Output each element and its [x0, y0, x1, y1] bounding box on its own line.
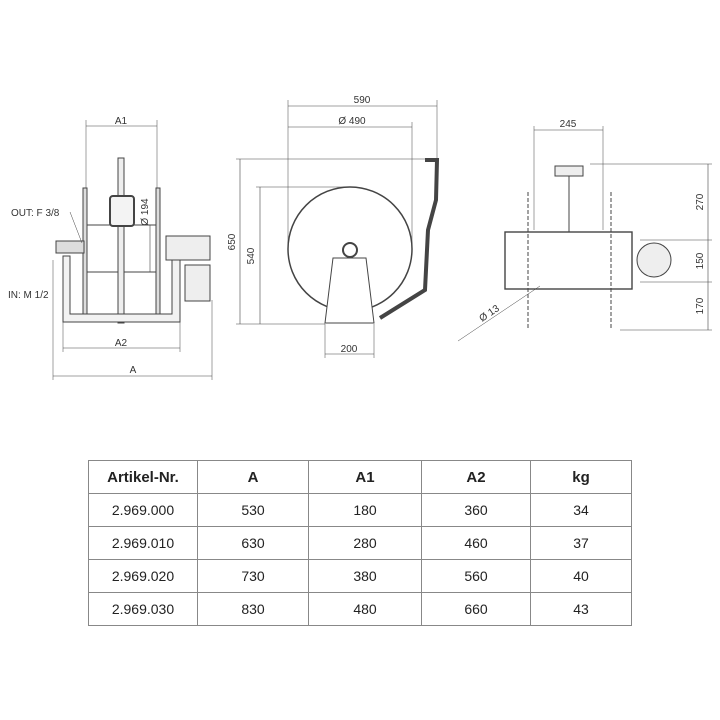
cell-artikel: 2.969.030 [88, 592, 198, 626]
col-header-kg: kg [530, 460, 632, 494]
cell-kg: 40 [530, 559, 632, 593]
col-header-artikel: Artikel-Nr. [88, 460, 198, 494]
dim-270: 270 [695, 193, 706, 210]
out-connection-label: OUT: F 3/8 [11, 208, 60, 219]
cell-a2: 460 [421, 526, 531, 560]
dim-590: 590 [354, 95, 371, 106]
dim-a: A [130, 365, 137, 376]
dim-200: 200 [341, 344, 358, 355]
dim-170: 170 [695, 297, 706, 314]
cell-a2: 560 [421, 559, 531, 593]
dim-245: 245 [560, 119, 577, 130]
dim-a2: A2 [115, 338, 128, 349]
dim-650: 650 [227, 233, 238, 250]
cell-artikel: 2.969.010 [88, 526, 198, 560]
cell-a: 630 [197, 526, 309, 560]
table-header-row: Artikel-Nr. A A1 A2 kg [88, 460, 632, 494]
col-header-a2: A2 [421, 460, 531, 494]
cell-a2: 360 [421, 493, 531, 527]
cell-a: 530 [197, 493, 309, 527]
in-connection-label: IN: M 1/2 [8, 290, 49, 301]
side-view: 590 Ø 490 650 540 200 [227, 95, 440, 358]
dim-150: 150 [695, 252, 706, 269]
front-view: A1 Ø 194 A2 A OUT: F 3/8 IN: M 1/2 [8, 116, 213, 380]
cell-kg: 34 [530, 493, 632, 527]
cell-a2: 660 [421, 592, 531, 626]
cell-a: 830 [197, 592, 309, 626]
dim-diam-194: Ø 194 [140, 198, 151, 226]
cell-a1: 180 [308, 493, 422, 527]
dim-diam-490: Ø 490 [338, 116, 366, 127]
cell-a: 730 [197, 559, 309, 593]
col-header-a1: A1 [308, 460, 422, 494]
cell-a1: 380 [308, 559, 422, 593]
top-view: 245 270 150 170 Ø 13 [457, 119, 712, 342]
cell-a1: 480 [308, 592, 422, 626]
dim-540: 540 [246, 247, 257, 264]
cell-kg: 43 [530, 592, 632, 626]
dim-diam-13: Ø 13 [478, 303, 502, 324]
cell-a1: 280 [308, 526, 422, 560]
dim-a1: A1 [115, 116, 128, 127]
col-header-a: A [197, 460, 309, 494]
cell-artikel: 2.969.000 [88, 493, 198, 527]
cell-artikel: 2.969.020 [88, 559, 198, 593]
cell-kg: 37 [530, 526, 632, 560]
